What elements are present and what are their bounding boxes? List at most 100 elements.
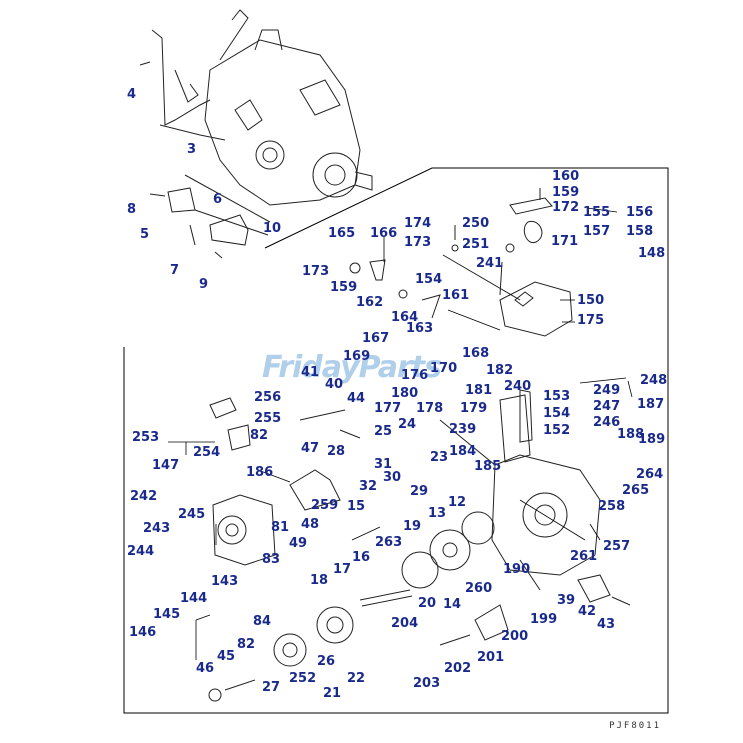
callout-number: 49 [289, 536, 308, 551]
callout-number: 265 [622, 483, 650, 498]
callout-number: 46 [196, 661, 215, 676]
callout-number: 146 [129, 625, 157, 640]
callout-number: 177 [374, 401, 402, 416]
callout-number: 258 [598, 499, 626, 514]
head-assembly-drawing [209, 397, 361, 566]
callout-number: 185 [474, 459, 502, 474]
callout-number: 3 [187, 142, 197, 157]
callout-number: 31 [374, 457, 393, 472]
callout-number: 156 [626, 205, 654, 220]
callout-number: 244 [127, 544, 155, 559]
callout-number: 155 [583, 205, 611, 220]
callout-number: 199 [530, 612, 558, 627]
callout-number: 259 [311, 498, 339, 513]
callout-number: 162 [356, 295, 384, 310]
callout-number: 30 [383, 470, 402, 485]
callout-number: 252 [289, 671, 317, 686]
callout-number: 40 [325, 377, 344, 392]
callout-number: 27 [262, 680, 281, 695]
callout-number: 239 [449, 422, 477, 437]
callout-number: 245 [178, 507, 206, 522]
callout-number: 260 [465, 581, 493, 596]
callout-number: 257 [603, 539, 631, 554]
drawing-code: PJF8011 [609, 721, 661, 731]
callout-number: 202 [444, 661, 472, 676]
callout-number: 144 [180, 591, 208, 606]
callout-number: 8 [127, 202, 137, 217]
callout-number: 20 [418, 596, 437, 611]
leader-lines [168, 207, 633, 660]
callout-number: 175 [577, 313, 605, 328]
callout-number: 28 [327, 444, 346, 459]
callout-number: 82 [237, 637, 256, 652]
diagram-frame [123, 167, 669, 714]
callout-number: 44 [347, 391, 366, 406]
callout-number: 241 [476, 256, 504, 271]
callout-number: 154 [543, 406, 571, 421]
callout-number: 153 [543, 389, 571, 404]
callout-number: 10 [263, 221, 282, 236]
callout-number: 184 [449, 444, 477, 459]
governor-cover-drawing [349, 188, 573, 337]
callout-number: 163 [406, 321, 434, 336]
callout-number: 152 [543, 423, 571, 438]
callout-number: 83 [262, 552, 281, 567]
callout-number: 182 [486, 363, 514, 378]
callout-number: 187 [637, 397, 665, 412]
callout-number: 248 [640, 373, 668, 388]
callout-number: 255 [254, 411, 282, 426]
watermark: FridayParts [262, 350, 442, 385]
callout-number: 188 [617, 427, 645, 442]
callout-number: 161 [442, 288, 470, 303]
callout-number: 19 [403, 519, 422, 534]
drive-shaft-drawing [208, 511, 631, 702]
callout-number: 5 [140, 227, 150, 242]
callout-number: 200 [501, 629, 529, 644]
callout-number: 39 [557, 593, 576, 608]
callout-number: 256 [254, 390, 282, 405]
callout-number: 253 [132, 430, 160, 445]
callout-number: 16 [352, 550, 371, 565]
callout-number: 164 [391, 310, 419, 325]
callout-number: 174 [404, 216, 432, 231]
callout-number: 24 [398, 417, 417, 432]
callout-number: 42 [578, 604, 597, 619]
callout-number: 186 [246, 465, 274, 480]
callout-number: 264 [636, 467, 664, 482]
callout-number: 178 [416, 401, 444, 416]
callout-number: 26 [317, 654, 336, 669]
callout-number: 263 [375, 535, 403, 550]
callout-number: 173 [302, 264, 330, 279]
callout-number: 176 [401, 368, 429, 383]
callout-number: 43 [597, 617, 616, 632]
callout-number: 154 [415, 272, 443, 287]
callout-number: 4 [127, 87, 137, 102]
callout-number: 189 [638, 432, 666, 447]
callout-number: 143 [211, 574, 239, 589]
callout-number: 160 [552, 169, 580, 184]
callout-number: 23 [430, 450, 449, 465]
callout-number: 261 [570, 549, 598, 564]
callout-number: 171 [551, 234, 579, 249]
callout-number: 243 [143, 521, 171, 536]
callout-number: 167 [362, 331, 390, 346]
pump-assembly-drawing [139, 9, 373, 259]
housing-drawing [439, 389, 601, 576]
callout-number: 32 [359, 479, 378, 494]
callout-number: 147 [152, 458, 180, 473]
callout-number: 45 [217, 649, 236, 664]
callout-number: 203 [413, 676, 441, 691]
callout-number: 251 [462, 237, 490, 252]
callout-number: 165 [328, 226, 356, 241]
callout-number: 81 [271, 520, 290, 535]
callout-number: 246 [593, 415, 621, 430]
callout-number: 240 [504, 379, 532, 394]
callout-number: 150 [577, 293, 605, 308]
callout-number: 12 [448, 495, 467, 510]
callout-number: 168 [462, 346, 490, 361]
callout-number: 48 [301, 517, 320, 532]
callout-number: 172 [552, 200, 580, 215]
callout-number: 148 [638, 246, 666, 261]
callout-number: 180 [391, 386, 419, 401]
callout-number: 250 [462, 216, 490, 231]
